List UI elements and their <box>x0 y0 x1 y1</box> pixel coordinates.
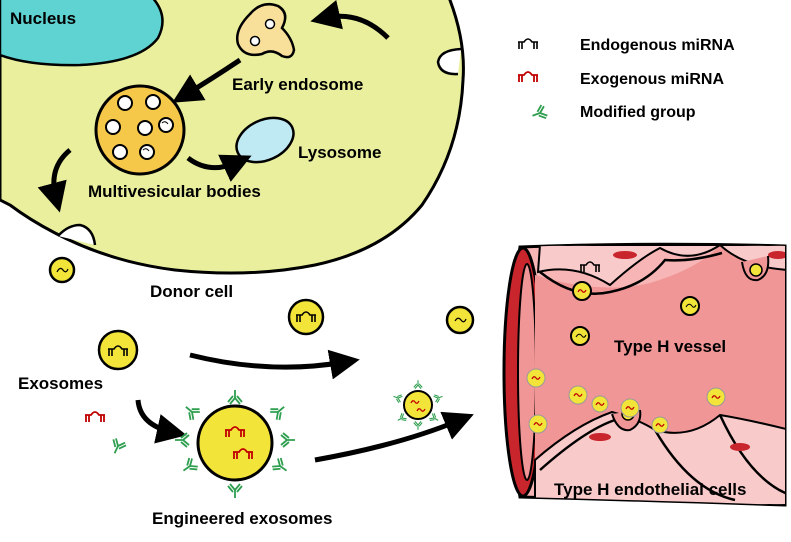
modified-group-icon <box>180 400 202 423</box>
lysosome <box>235 116 295 164</box>
modified-group-icon <box>529 103 549 124</box>
exosome-to-vessel-arrow <box>189 349 360 380</box>
legend-item-endogenous: Endogenous miRNA <box>517 37 735 54</box>
endosome-to-mvb-arrow <box>172 57 242 103</box>
engineered-exosome <box>568 385 588 405</box>
mvb-to-lysosome-arrow <box>186 154 252 182</box>
legend-label-endogenous: Endogenous miRNA <box>580 37 735 54</box>
modified-group-icon <box>428 412 441 425</box>
engineered-exosome <box>620 398 640 418</box>
modified-group-icon <box>268 400 290 423</box>
engineered-exosomes-label: Engineered exosomes <box>152 509 332 528</box>
modified-group-icon <box>395 412 408 425</box>
engineered-exosome <box>591 395 609 413</box>
multivesicular-bodies-label: Multivesicular bodies <box>88 182 261 201</box>
mvb-release-arrow <box>37 148 72 213</box>
endothelial-nucleus <box>613 251 637 259</box>
early-endosome-label: Early endosome <box>232 75 363 94</box>
type-h-endothelial-cells-label: Type H endothelial cells <box>554 480 746 499</box>
engineering-arrow <box>135 399 187 444</box>
legend-label-modified: Modified group <box>580 104 696 121</box>
modified-group-icon <box>270 455 292 478</box>
engineered-exosome <box>174 389 296 499</box>
modified-group-icon <box>107 436 128 458</box>
engineered-exosome <box>651 416 669 434</box>
legend-item-exogenous: Exogenous miRNA <box>517 71 724 88</box>
legend-item-modified: Modified group <box>529 103 696 124</box>
engineered-exosome <box>528 414 548 434</box>
nucleus-label: Nucleus <box>10 9 76 28</box>
exosome <box>287 298 325 336</box>
endothelial-cell <box>536 244 724 287</box>
donor-cell-label: Donor cell <box>150 282 233 301</box>
exosome <box>572 281 592 301</box>
exosome <box>48 256 76 284</box>
exosome <box>680 296 700 316</box>
exosome <box>97 329 139 371</box>
modified-group-icon <box>227 483 243 499</box>
exosomes-label: Exosomes <box>18 374 103 393</box>
engineered-exosome <box>391 379 445 431</box>
modified-group-icon <box>432 391 445 404</box>
exosome <box>445 305 475 335</box>
exogenous-mirna-icon <box>517 71 539 83</box>
modified-group-icon <box>227 389 243 405</box>
modified-group-icon <box>391 391 404 404</box>
lysosome-label: Lysosome <box>298 143 381 162</box>
modified-group-icon <box>174 432 190 448</box>
legend-label-exogenous: Exogenous miRNA <box>580 71 724 88</box>
engineered-to-vessel-arrow <box>314 411 474 463</box>
type-h-vessel: Type H vessel <box>502 242 787 507</box>
uptake-arrow <box>310 0 390 40</box>
endosome-vesicle <box>249 35 261 47</box>
modified-group-icon <box>178 455 200 478</box>
multivesicular-body <box>94 84 186 176</box>
modified-group-icon <box>413 420 423 431</box>
release-invagination <box>57 223 97 246</box>
endothelial-boundary <box>653 429 736 502</box>
donor-cell: Nucleus Early endosome Multivesicular bo… <box>0 0 465 275</box>
modified-group-icon <box>280 432 296 448</box>
endogenous-mirna-icon <box>517 38 539 50</box>
legend: Endogenous miRNA Exogenous miRNA Modifie… <box>517 37 735 124</box>
exosome <box>570 326 590 346</box>
uptake-invagination <box>436 47 462 76</box>
modified-group-icon <box>413 379 423 390</box>
endosome-vesicle <box>264 18 276 30</box>
endothelial-nucleus <box>730 443 750 451</box>
engineered-exosome <box>706 387 726 407</box>
endothelial-nucleus <box>589 433 611 441</box>
type-h-vessel-label: Type H vessel <box>614 337 726 356</box>
exogenous-mirna-icon <box>84 411 106 423</box>
engineered-exosome <box>526 368 546 388</box>
nucleus <box>0 0 164 67</box>
endothelial-nucleus <box>768 251 785 259</box>
